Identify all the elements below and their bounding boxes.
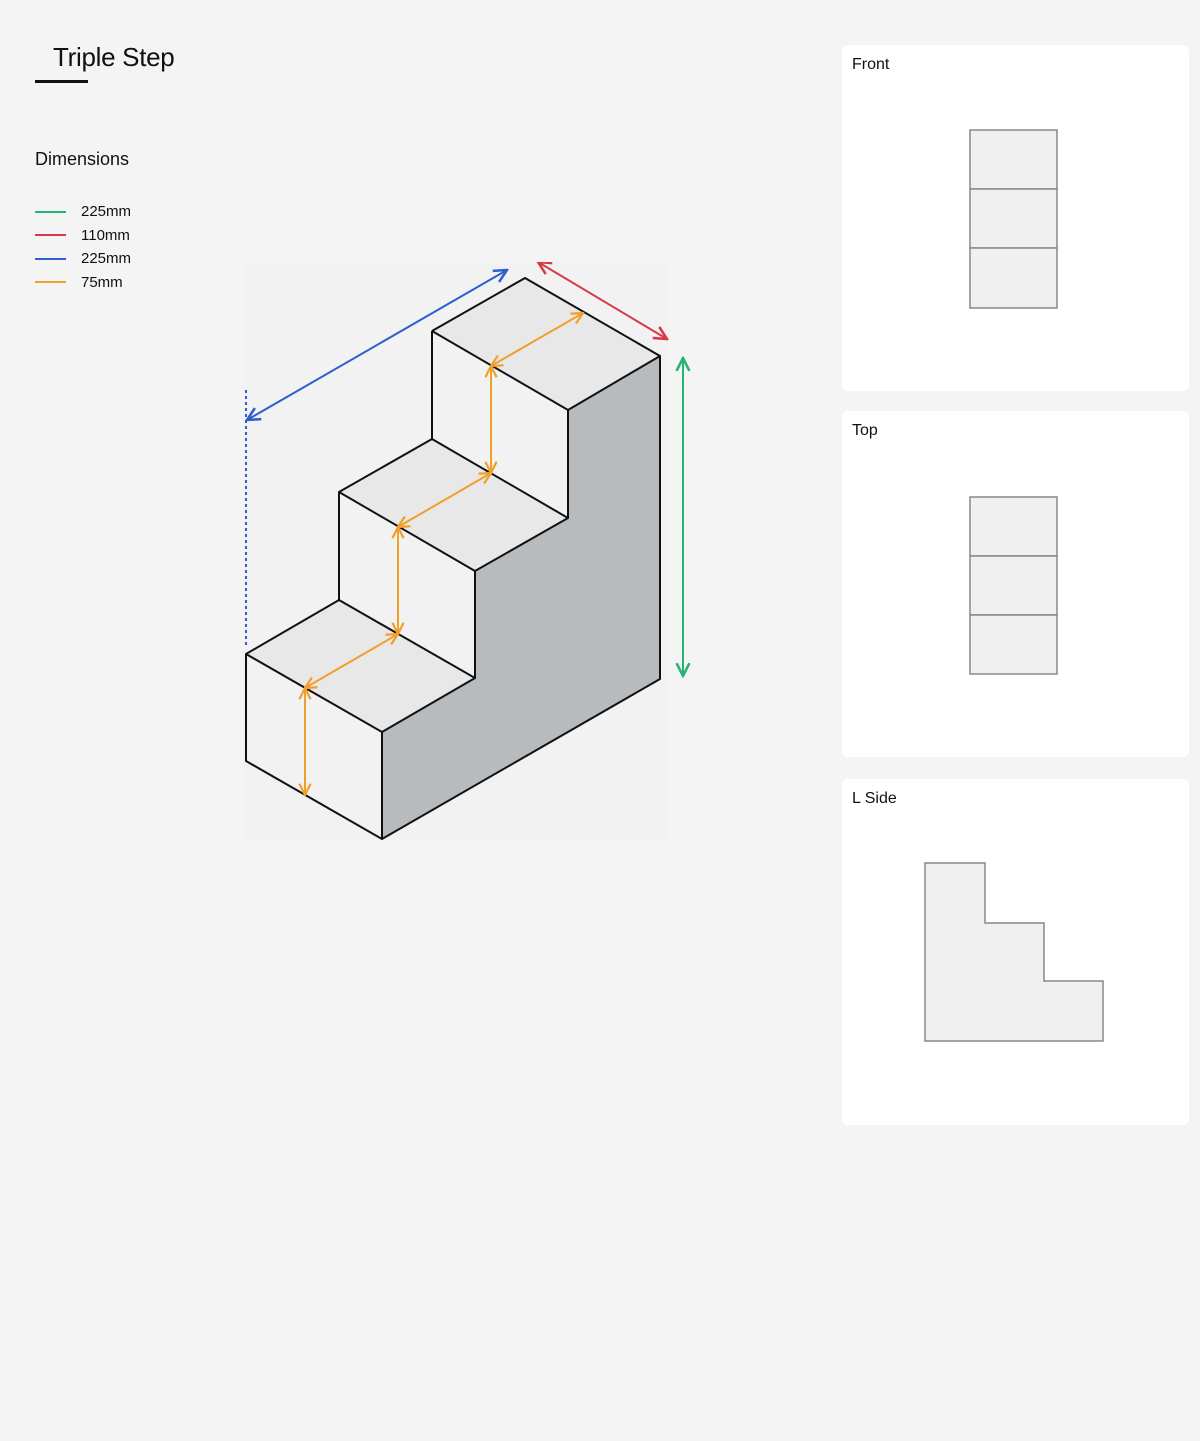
- title-underline: [35, 80, 88, 83]
- green-line-swatch: [35, 210, 66, 213]
- top-view-drawing: [969, 496, 1058, 675]
- legend-label: 225mm: [81, 203, 132, 221]
- page-title: Triple Step: [53, 42, 175, 72]
- legend-item-height: 225mm: [35, 200, 131, 224]
- isometric-step-drawing: [242, 262, 1200, 840]
- left-side-view-drawing: [924, 862, 1104, 1042]
- view-title: L Side: [852, 790, 897, 807]
- front-face-middle: [339, 492, 475, 678]
- isometric-view: [242, 262, 670, 842]
- depth-arrow: [538, 262, 667, 339]
- top-view-card: Top: [842, 411, 1189, 757]
- orange-line-swatch: [35, 281, 66, 284]
- front-view-card: Front: [842, 45, 1189, 391]
- blue-line-swatch: [35, 257, 66, 260]
- left-side-view-card: L Side: [842, 779, 1189, 1125]
- front-view-drawing: [969, 129, 1058, 309]
- legend-item-length: 225mm: [35, 247, 131, 271]
- legend-label: 110mm: [81, 226, 130, 244]
- step-arrow: [305, 634, 398, 688]
- step-arrow: [491, 313, 583, 366]
- step-arrow: [398, 473, 491, 527]
- legend-item-step: 75mm: [35, 271, 131, 295]
- dimensions-legend: 225mm 110mm 225mm 75mm: [35, 200, 131, 294]
- legend-label: 225mm: [81, 250, 132, 268]
- red-line-swatch: [35, 234, 66, 237]
- front-face-bottom: [246, 654, 382, 839]
- view-title: Front: [852, 56, 890, 73]
- legend-item-depth: 110mm: [35, 224, 131, 248]
- dimensions-heading: Dimensions: [35, 149, 130, 169]
- legend-label: 75mm: [81, 273, 123, 291]
- view-title: Top: [852, 422, 878, 439]
- length-arrow: [247, 270, 507, 420]
